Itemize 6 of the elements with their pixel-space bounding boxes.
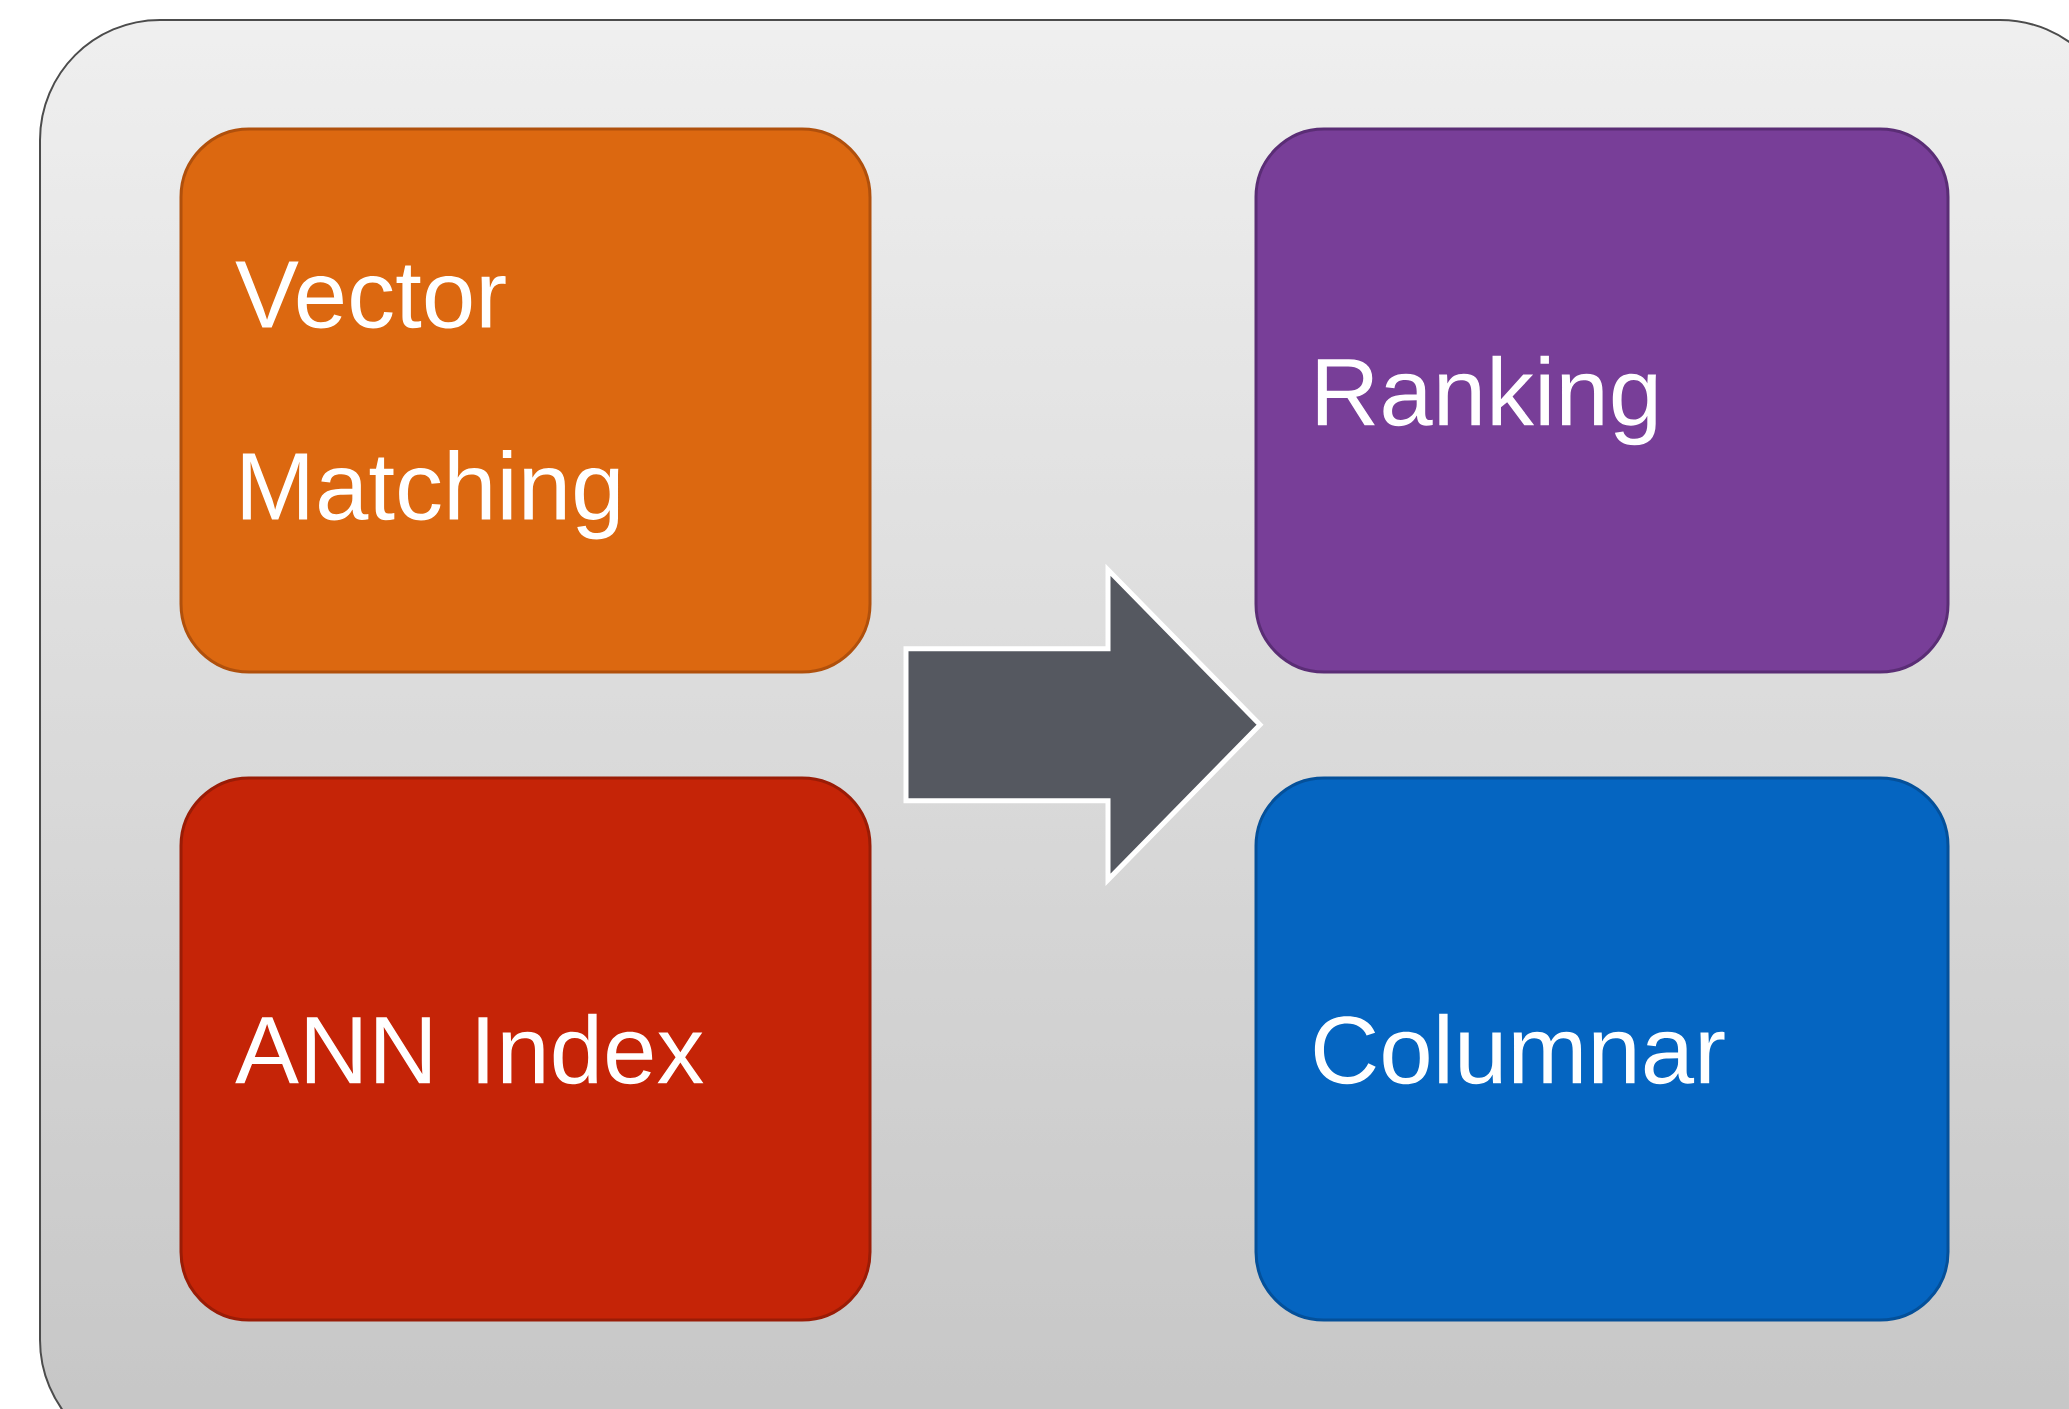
rounded-box: Vector Matching: [179, 127, 872, 674]
block-arrow: [903, 563, 1264, 886]
rounded-box: ANN Index: [179, 776, 872, 1322]
rounded-box: Ranking: [1254, 127, 1950, 674]
rounded-box: Columnar: [1254, 776, 1950, 1322]
panel: [39, 19, 2069, 1409]
